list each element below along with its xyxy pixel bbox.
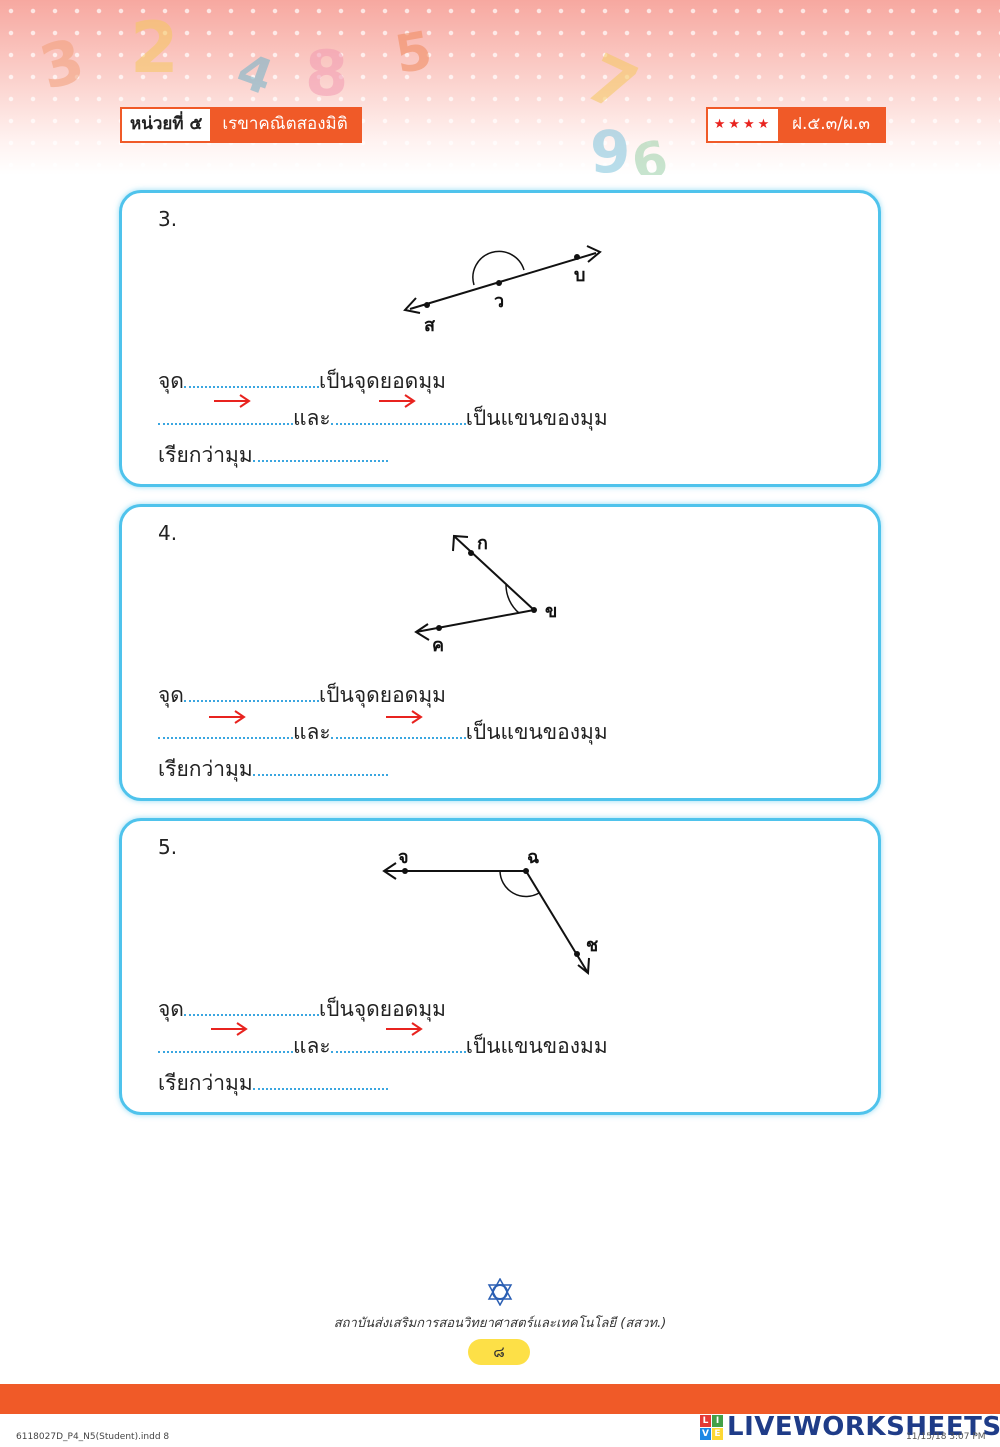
- print-timestamp: 11/15/18 3:07 PM: [906, 1432, 986, 1442]
- point-label: ส: [424, 315, 436, 336]
- ray-arrow-icon: [386, 710, 423, 724]
- answer-line-arms: และเป็นแขนของมุม: [158, 402, 608, 435]
- answer-line-arms: และเป็นแขนของมุม: [158, 716, 608, 749]
- decorative-numbers: 3 2 4 8 5 7 9 6: [33, 7, 673, 175]
- answer-blank[interactable]: [158, 717, 293, 739]
- ray-arrow-icon: [211, 1022, 248, 1036]
- unit-label: หน่วยที่ ๕: [122, 109, 211, 141]
- standard-code: ฝ.๕.๓/ผ.๓: [778, 109, 884, 141]
- answer-line-name: เรียกว่ามุม: [158, 439, 388, 472]
- answer-blank[interactable]: [158, 403, 293, 425]
- svg-text:9: 9: [590, 118, 630, 175]
- answer-blank[interactable]: [252, 440, 388, 462]
- answer-blank[interactable]: [252, 754, 388, 776]
- institute-logo-icon: [487, 1278, 513, 1306]
- answer-blank[interactable]: [252, 1068, 388, 1090]
- institute-name: สถาบันส่งเสริมการสอนวิทยาศาสตร์และเทคโนโ…: [333, 1316, 667, 1331]
- angle-figure-3: ส ว บ: [403, 245, 602, 336]
- question-card-5: 5. จ ฉ ช จุดเป็นจุดยอดมุม และเป็นแขนของม…: [119, 818, 881, 1115]
- liveworksheets-logo: L I V E LIVEWORKSHEETS: [700, 1412, 1000, 1442]
- svg-text:6: 6: [627, 129, 673, 175]
- point-label: จ: [398, 847, 409, 868]
- point-label: บ: [574, 265, 585, 286]
- answer-line-vertex: จุดเป็นจุดยอดมุม: [158, 679, 446, 712]
- answer-blank[interactable]: [330, 403, 466, 425]
- file-name: 6118027D_P4_N5(Student).indd 8: [16, 1432, 170, 1442]
- question-number: 4.: [158, 521, 178, 545]
- svg-text:3: 3: [33, 25, 91, 103]
- answer-blank[interactable]: [183, 366, 319, 388]
- live-logo-icon: L I V E: [700, 1414, 723, 1440]
- svg-text:2: 2: [130, 7, 179, 89]
- unit-title: เรขาคณิตสองมิติ: [210, 109, 360, 141]
- answer-line-arms: และเป็นแขนของมม: [158, 1030, 608, 1063]
- point-label: ฉ: [527, 847, 539, 868]
- answer-blank[interactable]: [330, 717, 466, 739]
- ray-arrow-icon: [214, 394, 251, 408]
- svg-text:4: 4: [230, 42, 281, 106]
- point-label: ก: [477, 533, 488, 554]
- footer-bar: [0, 1384, 1000, 1414]
- point-label: ว: [494, 291, 504, 312]
- svg-text:7: 7: [575, 39, 649, 128]
- question-number: 5.: [158, 835, 178, 859]
- question-card-3: 3. ส ว บ จุดเป็นจุดยอดมุม และเป็นแขนของม…: [119, 190, 881, 487]
- brand-name: LIVEWORKSHEETS: [727, 1412, 1000, 1442]
- difficulty-stars: ★★★★: [713, 117, 773, 132]
- question-card-4: 4. ก ข ค จุดเป็นจุดยอดมุม และเป็นแขนของม…: [119, 504, 881, 801]
- answer-blank[interactable]: [330, 1031, 466, 1053]
- answer-line-vertex: จุดเป็นจุดยอดมุม: [158, 993, 446, 1026]
- angle-figure-4: ก ข ค: [414, 533, 557, 656]
- unit-badge: หน่วยที่ ๕ เรขาคณิตสองมิติ: [120, 107, 362, 143]
- standard-badge: ★★★★ ฝ.๕.๓/ผ.๓: [706, 107, 886, 143]
- ray-arrow-icon: [209, 710, 246, 724]
- point-label: ช: [586, 935, 598, 956]
- ray-arrow-icon: [386, 1022, 423, 1036]
- question-number: 3.: [158, 207, 178, 231]
- angle-figure-5: จ ฉ ช: [382, 847, 598, 975]
- svg-text:5: 5: [391, 21, 437, 86]
- point-label: ค: [432, 635, 444, 656]
- answer-line-name: เรียกว่ามุม: [158, 1067, 388, 1100]
- answer-blank[interactable]: [183, 994, 319, 1016]
- point-label: ข: [545, 601, 557, 622]
- answer-line-vertex: จุดเป็นจุดยอดมุม: [158, 365, 446, 398]
- svg-text:8: 8: [305, 37, 348, 110]
- ray-arrow-icon: [379, 394, 416, 408]
- answer-blank[interactable]: [183, 680, 319, 702]
- answer-line-name: เรียกว่ามุม: [158, 753, 388, 786]
- answer-blank[interactable]: [158, 1031, 293, 1053]
- page-number: ๘: [468, 1339, 530, 1365]
